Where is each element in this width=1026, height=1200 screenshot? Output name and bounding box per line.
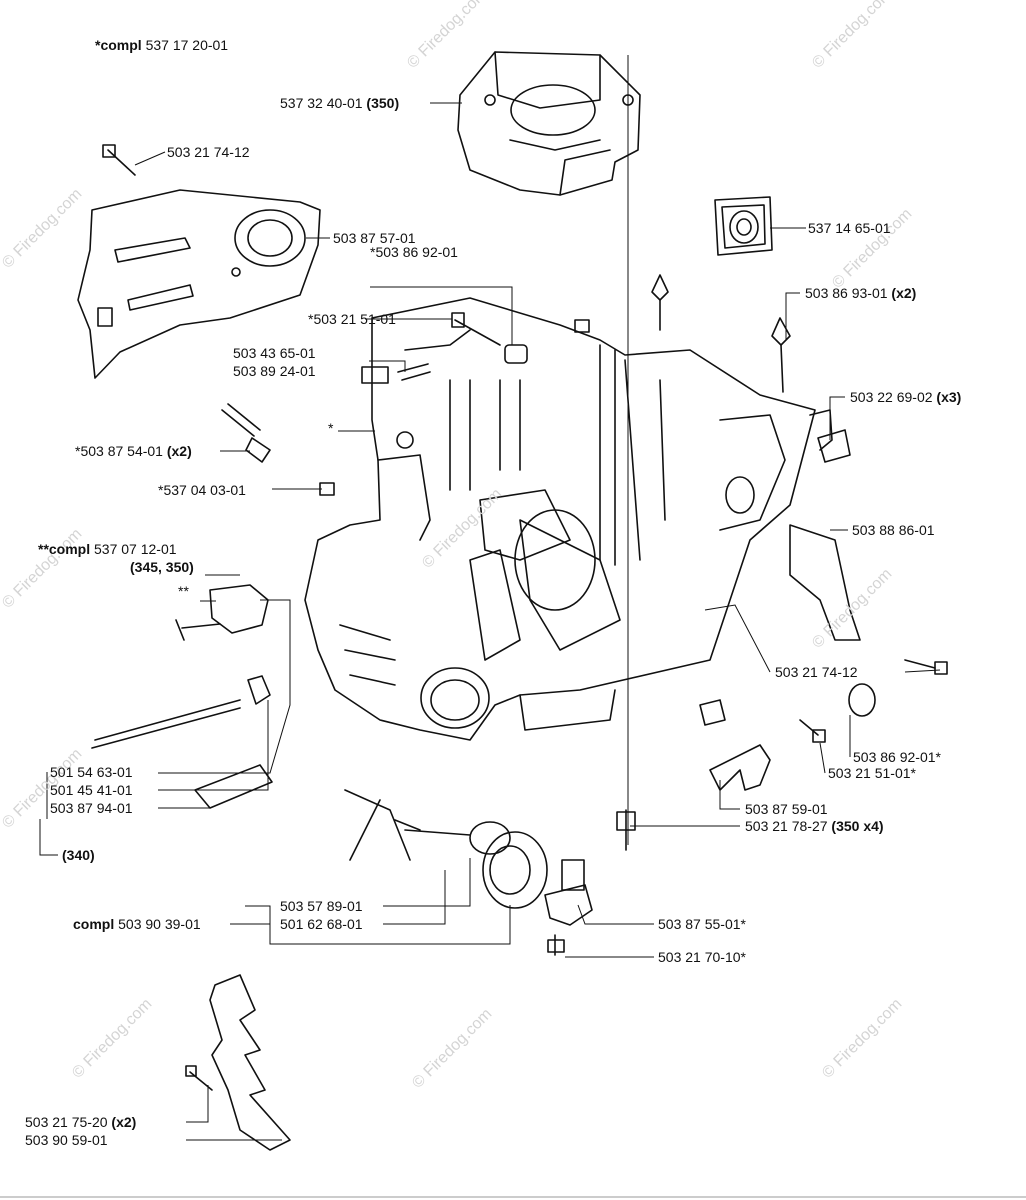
label-screw-top: 503 21 74-12 bbox=[167, 144, 250, 160]
label-part-7010: 503 21 70-10* bbox=[658, 949, 746, 965]
leader-lines bbox=[39, 55, 941, 1141]
screw-right bbox=[904, 659, 948, 675]
screw-b bbox=[799, 719, 826, 743]
label-cylinder-cover: 537 32 40-01 (350) bbox=[280, 95, 400, 111]
label-part-8794: 503 87 94-01 bbox=[50, 800, 133, 816]
label-tensioner-note: (345, 350) bbox=[130, 559, 194, 575]
clip-bottom bbox=[699, 699, 726, 726]
label-chain-guard: 503 87 57-01 bbox=[333, 230, 416, 246]
deflector-8886 bbox=[789, 524, 861, 641]
clip-2269 bbox=[817, 429, 851, 463]
label-note-340: (340) bbox=[62, 847, 95, 863]
screw-top bbox=[102, 144, 136, 176]
label-part-7827: 503 21 78-27 (350 x4) bbox=[745, 818, 884, 834]
label-part-8924: 503 89 24-01 bbox=[233, 363, 316, 379]
label-double-star: ** bbox=[178, 583, 189, 599]
bracket-8759 bbox=[709, 744, 771, 791]
screw-7827 bbox=[616, 809, 636, 851]
tensioner-part bbox=[91, 584, 271, 749]
knob-8693 bbox=[574, 274, 791, 393]
label-spacer-b: 503 86 92-01* bbox=[853, 749, 941, 765]
label-part-4365: 503 43 65-01 bbox=[233, 345, 316, 361]
chain-guard-part bbox=[77, 189, 321, 379]
label-part-5901: 503 90 59-01 bbox=[25, 1132, 108, 1148]
label-screw-a: *503 21 51-01 bbox=[308, 311, 396, 327]
label-air-filter-gasket: 537 14 65-01 bbox=[808, 220, 891, 236]
label-compl-tensioner: **compl 537 07 12-01 bbox=[38, 541, 177, 557]
spacer-b bbox=[848, 683, 876, 717]
bolt-8754 bbox=[221, 403, 271, 463]
fuel-cap-part bbox=[482, 831, 548, 909]
bumper-spike-part bbox=[185, 974, 291, 1151]
label-star: * bbox=[328, 420, 334, 436]
label-part-8759: 503 87 59-01 bbox=[745, 801, 828, 817]
label-part-5789: 503 57 89-01 bbox=[280, 898, 363, 914]
label-part-7520: 503 21 75-20 (x2) bbox=[25, 1114, 137, 1130]
air-filter-gasket-part bbox=[714, 196, 773, 256]
pin-pair bbox=[361, 363, 431, 384]
label-part-6268: 501 62 68-01 bbox=[280, 916, 363, 932]
fuel-pickup-part bbox=[344, 789, 511, 861]
cylinder-cover-part bbox=[457, 51, 641, 196]
label-compl-fuel: compl 503 90 39-01 bbox=[73, 916, 201, 932]
label-part-0403: *537 04 03-01 bbox=[158, 482, 246, 498]
label-part-8693: 503 86 93-01 (x2) bbox=[805, 285, 917, 301]
label-part-8755: 503 87 55-01* bbox=[658, 916, 746, 932]
label-part-8886: 503 88 86-01 bbox=[852, 522, 935, 538]
label-spacer-a: *503 86 92-01 bbox=[370, 244, 458, 260]
pin-0403 bbox=[319, 482, 335, 496]
label-part-5463: 501 54 63-01 bbox=[50, 764, 133, 780]
bottom-rule bbox=[0, 1196, 1026, 1198]
label-screw-b: 503 21 51-01* bbox=[828, 765, 916, 781]
filter-8755 bbox=[544, 859, 593, 956]
label-bolt-8754: *503 87 54-01 (x2) bbox=[75, 443, 192, 459]
label-part-2269: 503 22 69-02 (x3) bbox=[850, 389, 962, 405]
crankcase-part bbox=[304, 297, 833, 741]
label-screw-right: 503 21 74-12 bbox=[775, 664, 858, 680]
label-part-4541: 501 45 41-01 bbox=[50, 782, 133, 798]
clip-8794 bbox=[194, 764, 273, 809]
spacer-a bbox=[451, 312, 528, 364]
label-compl-main: *compl 537 17 20-01 bbox=[95, 37, 229, 53]
